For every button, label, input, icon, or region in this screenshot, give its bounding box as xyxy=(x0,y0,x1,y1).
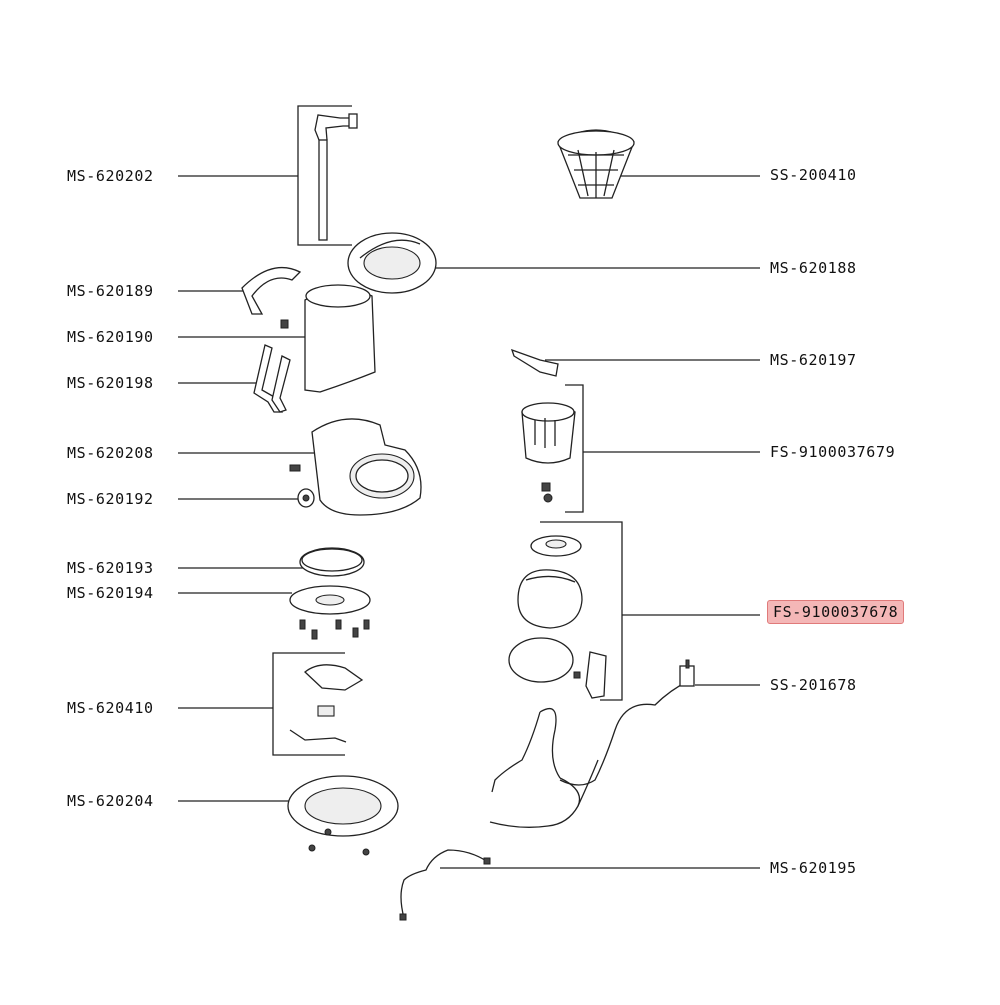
tube-part xyxy=(314,113,358,241)
seal-ring-part xyxy=(299,547,365,577)
label-ms-620202[interactable]: MS-620202 xyxy=(67,167,154,185)
lid-part xyxy=(347,232,437,294)
switch-part xyxy=(297,488,315,508)
label-ms-620197[interactable]: MS-620197 xyxy=(770,351,857,369)
lever-part xyxy=(510,348,559,377)
label-ms-620195[interactable]: MS-620195 xyxy=(770,859,857,877)
label-ms-620192[interactable]: MS-620192 xyxy=(67,490,154,508)
bottom-plate-part xyxy=(287,775,399,856)
arc-gasket-part xyxy=(241,266,302,315)
filter-basket-part xyxy=(557,129,635,199)
label-fs-9100037678-highlighted[interactable]: FS-9100037678 xyxy=(767,600,905,624)
label-ss-200410[interactable]: SS-200410 xyxy=(770,166,857,184)
back-cover-part xyxy=(280,284,376,393)
label-ms-620410[interactable]: MS-620410 xyxy=(67,699,154,717)
label-ms-620204[interactable]: MS-620204 xyxy=(67,792,154,810)
heating-element-part xyxy=(289,664,364,743)
label-ms-620193[interactable]: MS-620193 xyxy=(67,559,154,577)
label-ms-620194[interactable]: MS-620194 xyxy=(67,584,154,602)
label-fs-9100037679[interactable]: FS-9100037679 xyxy=(770,443,896,461)
base-housing-part xyxy=(289,418,422,516)
leader-lines xyxy=(178,105,760,869)
plate-part xyxy=(289,585,371,640)
label-ss-201678[interactable]: SS-201678 xyxy=(770,676,857,694)
label-ms-620188[interactable]: MS-620188 xyxy=(770,259,857,277)
jug-set-part xyxy=(508,535,607,699)
wire-harness-part xyxy=(399,849,491,921)
filter-holder-part xyxy=(521,402,576,503)
power-cable-part xyxy=(559,659,695,786)
internal-wiring-part xyxy=(489,707,599,828)
label-ms-620190[interactable]: MS-620190 xyxy=(67,328,154,346)
silicone-tubes-part xyxy=(253,344,291,413)
label-ms-620198[interactable]: MS-620198 xyxy=(67,374,154,392)
label-ms-620189[interactable]: MS-620189 xyxy=(67,282,154,300)
label-ms-620208[interactable]: MS-620208 xyxy=(67,444,154,462)
